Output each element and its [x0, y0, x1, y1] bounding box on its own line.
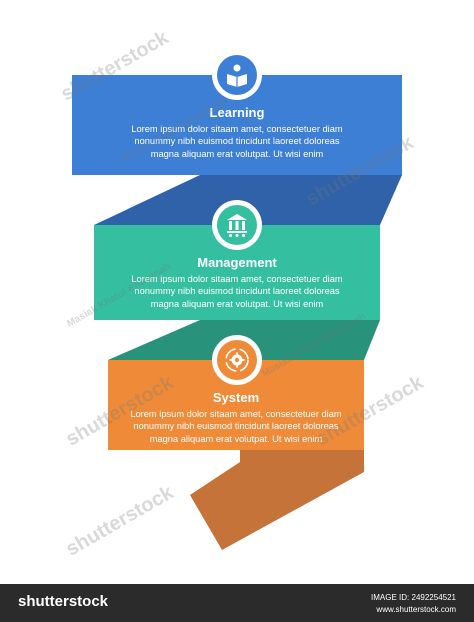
ribbon-fold-1: [94, 175, 402, 225]
step-description: Lorem ipsum dolor sitaam amet, consectet…: [108, 408, 364, 445]
gear-cycle-icon: [225, 348, 249, 372]
description-line: magna aliquam erat volutpat. Ut wisi eni…: [150, 298, 324, 309]
description-line: nonummy nibh euismod tincidunt laoreet d…: [134, 136, 340, 147]
step-management: Management Lorem ipsum dolor sitaam amet…: [94, 225, 380, 320]
icon-badge-learning: [212, 50, 262, 100]
step-system: System Lorem ipsum dolor sitaam amet, co…: [108, 360, 364, 450]
site-url-text: www.shutterstock.com: [376, 605, 456, 614]
ribbon-tail: [190, 450, 364, 550]
description-line: Lorem ipsum dolor sitaam amet, consectet…: [131, 124, 343, 134]
image-id-text: IMAGE ID: 2492254521: [371, 593, 456, 602]
step-learning: Learning Lorem ipsum dolor sitaam amet, …: [72, 75, 402, 175]
footer-info: IMAGE ID: 2492254521 www.shutterstock.co…: [371, 592, 456, 616]
description-line: Lorem ipsum dolor sitaam amet, consectet…: [130, 409, 342, 419]
description-line: Lorem ipsum dolor sitaam amet, consectet…: [131, 274, 343, 284]
description-line: nonummy nibh euismod tincidunt laoreet d…: [133, 421, 339, 432]
step-title: Learning: [209, 105, 265, 120]
organization-building-icon: [227, 214, 247, 237]
description-line: nonummy nibh euismod tincidunt laoreet d…: [134, 286, 340, 297]
reader-book-icon: [227, 64, 247, 87]
icon-badge-system: [212, 335, 262, 385]
description-line: magna aliquam erat volutpat. Ut wisi eni…: [150, 148, 324, 159]
step-description: Lorem ipsum dolor sitaam amet, consectet…: [94, 273, 380, 310]
description-line: magna aliquam erat volutpat. Ut wisi eni…: [149, 433, 323, 444]
step-title: Management: [197, 255, 277, 270]
stock-footer: shutterstock IMAGE ID: 2492254521 www.sh…: [0, 584, 474, 622]
footer-logo: shutterstock: [18, 593, 109, 610]
icon-badge-management: [212, 200, 262, 250]
infographic-canvas: Learning Lorem ipsum dolor sitaam amet, …: [57, 27, 427, 561]
step-description: Lorem ipsum dolor sitaam amet, consectet…: [72, 123, 402, 160]
step-title: System: [212, 390, 260, 405]
